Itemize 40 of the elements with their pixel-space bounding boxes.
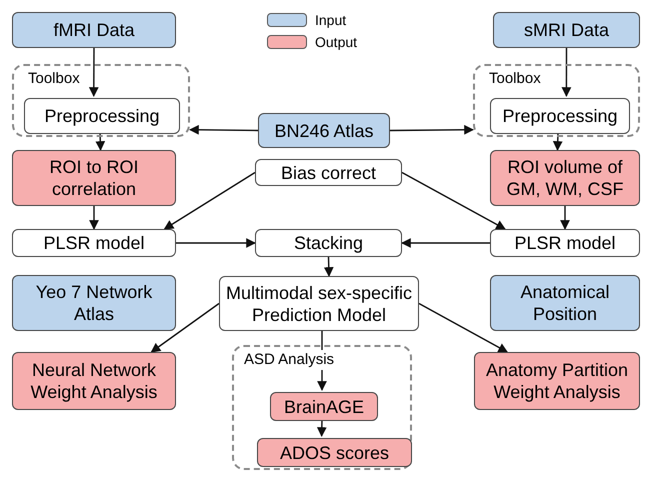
- output-box: BrainAGE: [270, 392, 378, 421]
- arrow: [189, 124, 258, 135]
- arrow: [150, 302, 220, 353]
- arrow: [316, 418, 327, 437]
- output-box: Neural Network Weight Analysis: [12, 352, 176, 410]
- input-box: BN246 Atlas: [258, 113, 390, 148]
- legend-label: Input: [315, 12, 346, 28]
- dashed-group-box: [12, 64, 190, 137]
- output-box: ROI to ROI correlation: [12, 150, 176, 206]
- process-box: PLSR model: [490, 229, 640, 257]
- arrow: [88, 48, 99, 97]
- output-box: Anatomy Partition Weight Analysis: [474, 352, 640, 410]
- dashed-group-box: [473, 64, 640, 137]
- process-box: Preprocessing: [24, 98, 180, 134]
- arrow: [560, 206, 570, 230]
- arrow: [418, 302, 508, 353]
- process-box: Stacking: [255, 229, 402, 257]
- input-box: Anatomical Position: [490, 275, 640, 331]
- arrow: [164, 172, 256, 230]
- output-box: ROI volume of GM, WM, CSF: [490, 150, 640, 206]
- arrow: [89, 206, 99, 230]
- input-box: fMRI Data: [12, 12, 176, 48]
- group-title: ASD Analysis: [242, 350, 336, 370]
- input-box: Yeo 7 Network Atlas: [12, 275, 176, 331]
- dashed-group-box: [232, 345, 412, 470]
- arrow: [402, 172, 506, 230]
- input-box: sMRI Data: [493, 12, 640, 48]
- arrow: [176, 238, 256, 248]
- process-box: Bias correct: [255, 159, 402, 186]
- arrow: [401, 238, 490, 248]
- process-box: PLSR model: [12, 229, 176, 257]
- legend-label: Output: [315, 34, 358, 50]
- arrow: [95, 132, 106, 151]
- arrow: [324, 256, 334, 277]
- output-box: ADOS scores: [257, 438, 412, 467]
- process-box: Preprocessing: [490, 98, 630, 134]
- arrow: [390, 124, 474, 135]
- process-box: Multimodal sex-specific Prediction Model: [219, 276, 419, 331]
- arrow: [562, 48, 572, 97]
- arrow: [552, 132, 563, 151]
